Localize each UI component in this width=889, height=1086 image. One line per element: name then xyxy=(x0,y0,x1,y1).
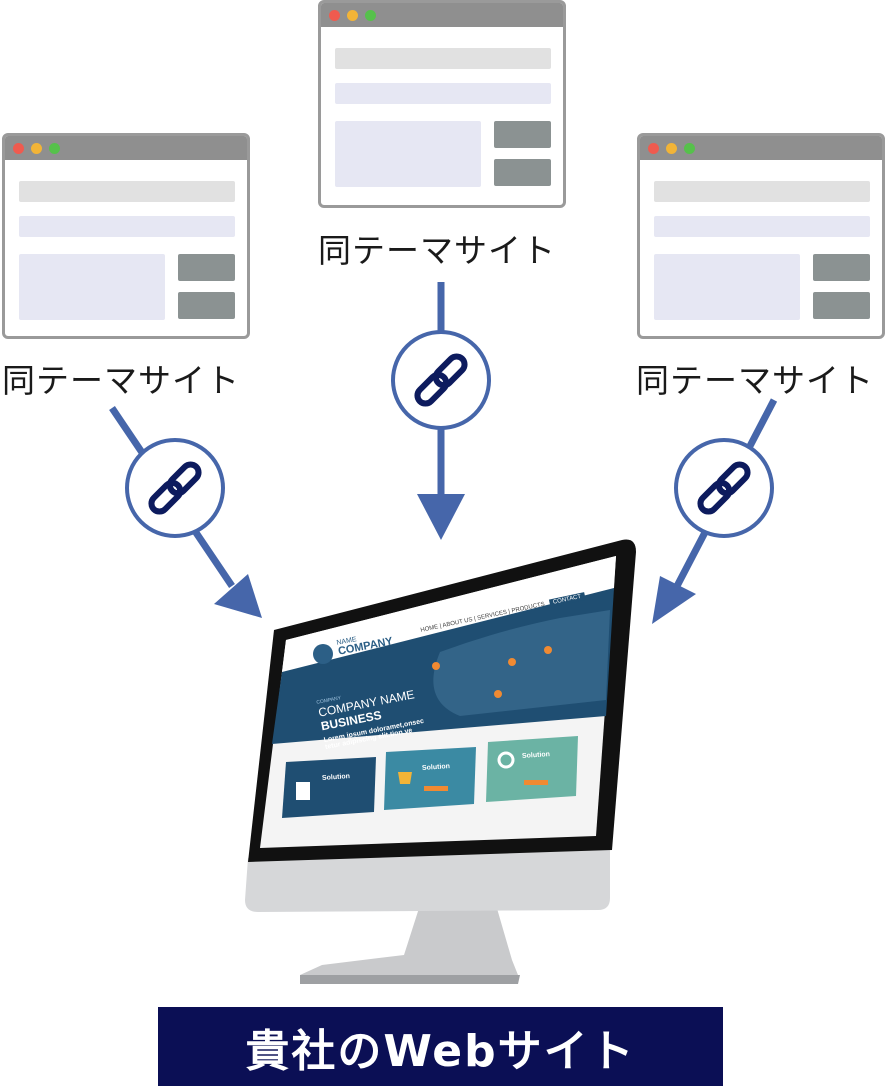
magnifier-icon xyxy=(497,751,515,769)
placeholder-block xyxy=(19,181,235,202)
placeholder-block xyxy=(335,48,551,69)
related-site-label-left: 同テーマサイト xyxy=(2,361,240,400)
card-1 xyxy=(282,757,376,818)
placeholder-block xyxy=(654,216,870,237)
placeholder-block xyxy=(335,83,551,104)
window-title-bar xyxy=(5,136,247,160)
maximize-dot-icon xyxy=(684,143,695,154)
placeholder-button xyxy=(494,121,551,148)
monitor-screen xyxy=(260,556,616,848)
placeholder-block xyxy=(19,254,165,320)
trophy-icon xyxy=(398,772,412,784)
close-dot-icon xyxy=(329,10,340,21)
placeholder-button xyxy=(813,254,870,281)
placeholder-block xyxy=(335,121,481,187)
close-dot-icon xyxy=(648,143,659,154)
target-site-banner: 貴社のWebサイト xyxy=(158,1007,723,1086)
related-site-window-center xyxy=(318,0,566,208)
maximize-dot-icon xyxy=(365,10,376,21)
monitor-stand xyxy=(300,905,518,975)
document-pen-icon xyxy=(296,782,310,800)
placeholder-block xyxy=(654,181,870,202)
minimize-dot-icon xyxy=(347,10,358,21)
link-chain-icon xyxy=(674,438,774,538)
globe-logo-icon xyxy=(313,644,333,664)
target-site-label: 貴社のWebサイト xyxy=(245,1025,636,1077)
monitor-chin xyxy=(245,848,610,912)
placeholder-block xyxy=(654,254,800,320)
related-site-window-left xyxy=(2,133,250,339)
link-chain-icon xyxy=(125,438,225,538)
minimize-dot-icon xyxy=(666,143,677,154)
placeholder-button xyxy=(178,254,235,281)
related-site-window-right xyxy=(637,133,885,339)
card-3 xyxy=(486,736,578,802)
placeholder-button xyxy=(813,292,870,319)
related-site-label-center: 同テーマサイト xyxy=(318,231,556,270)
window-title-bar xyxy=(321,3,563,27)
close-dot-icon xyxy=(13,143,24,154)
placeholder-block xyxy=(19,216,235,237)
window-title-bar xyxy=(640,136,882,160)
minimize-dot-icon xyxy=(31,143,42,154)
related-site-label-right: 同テーマサイト xyxy=(636,361,874,400)
placeholder-button xyxy=(178,292,235,319)
placeholder-button xyxy=(494,159,551,186)
card-2 xyxy=(384,747,476,810)
link-chain-icon xyxy=(391,330,491,430)
maximize-dot-icon xyxy=(49,143,60,154)
